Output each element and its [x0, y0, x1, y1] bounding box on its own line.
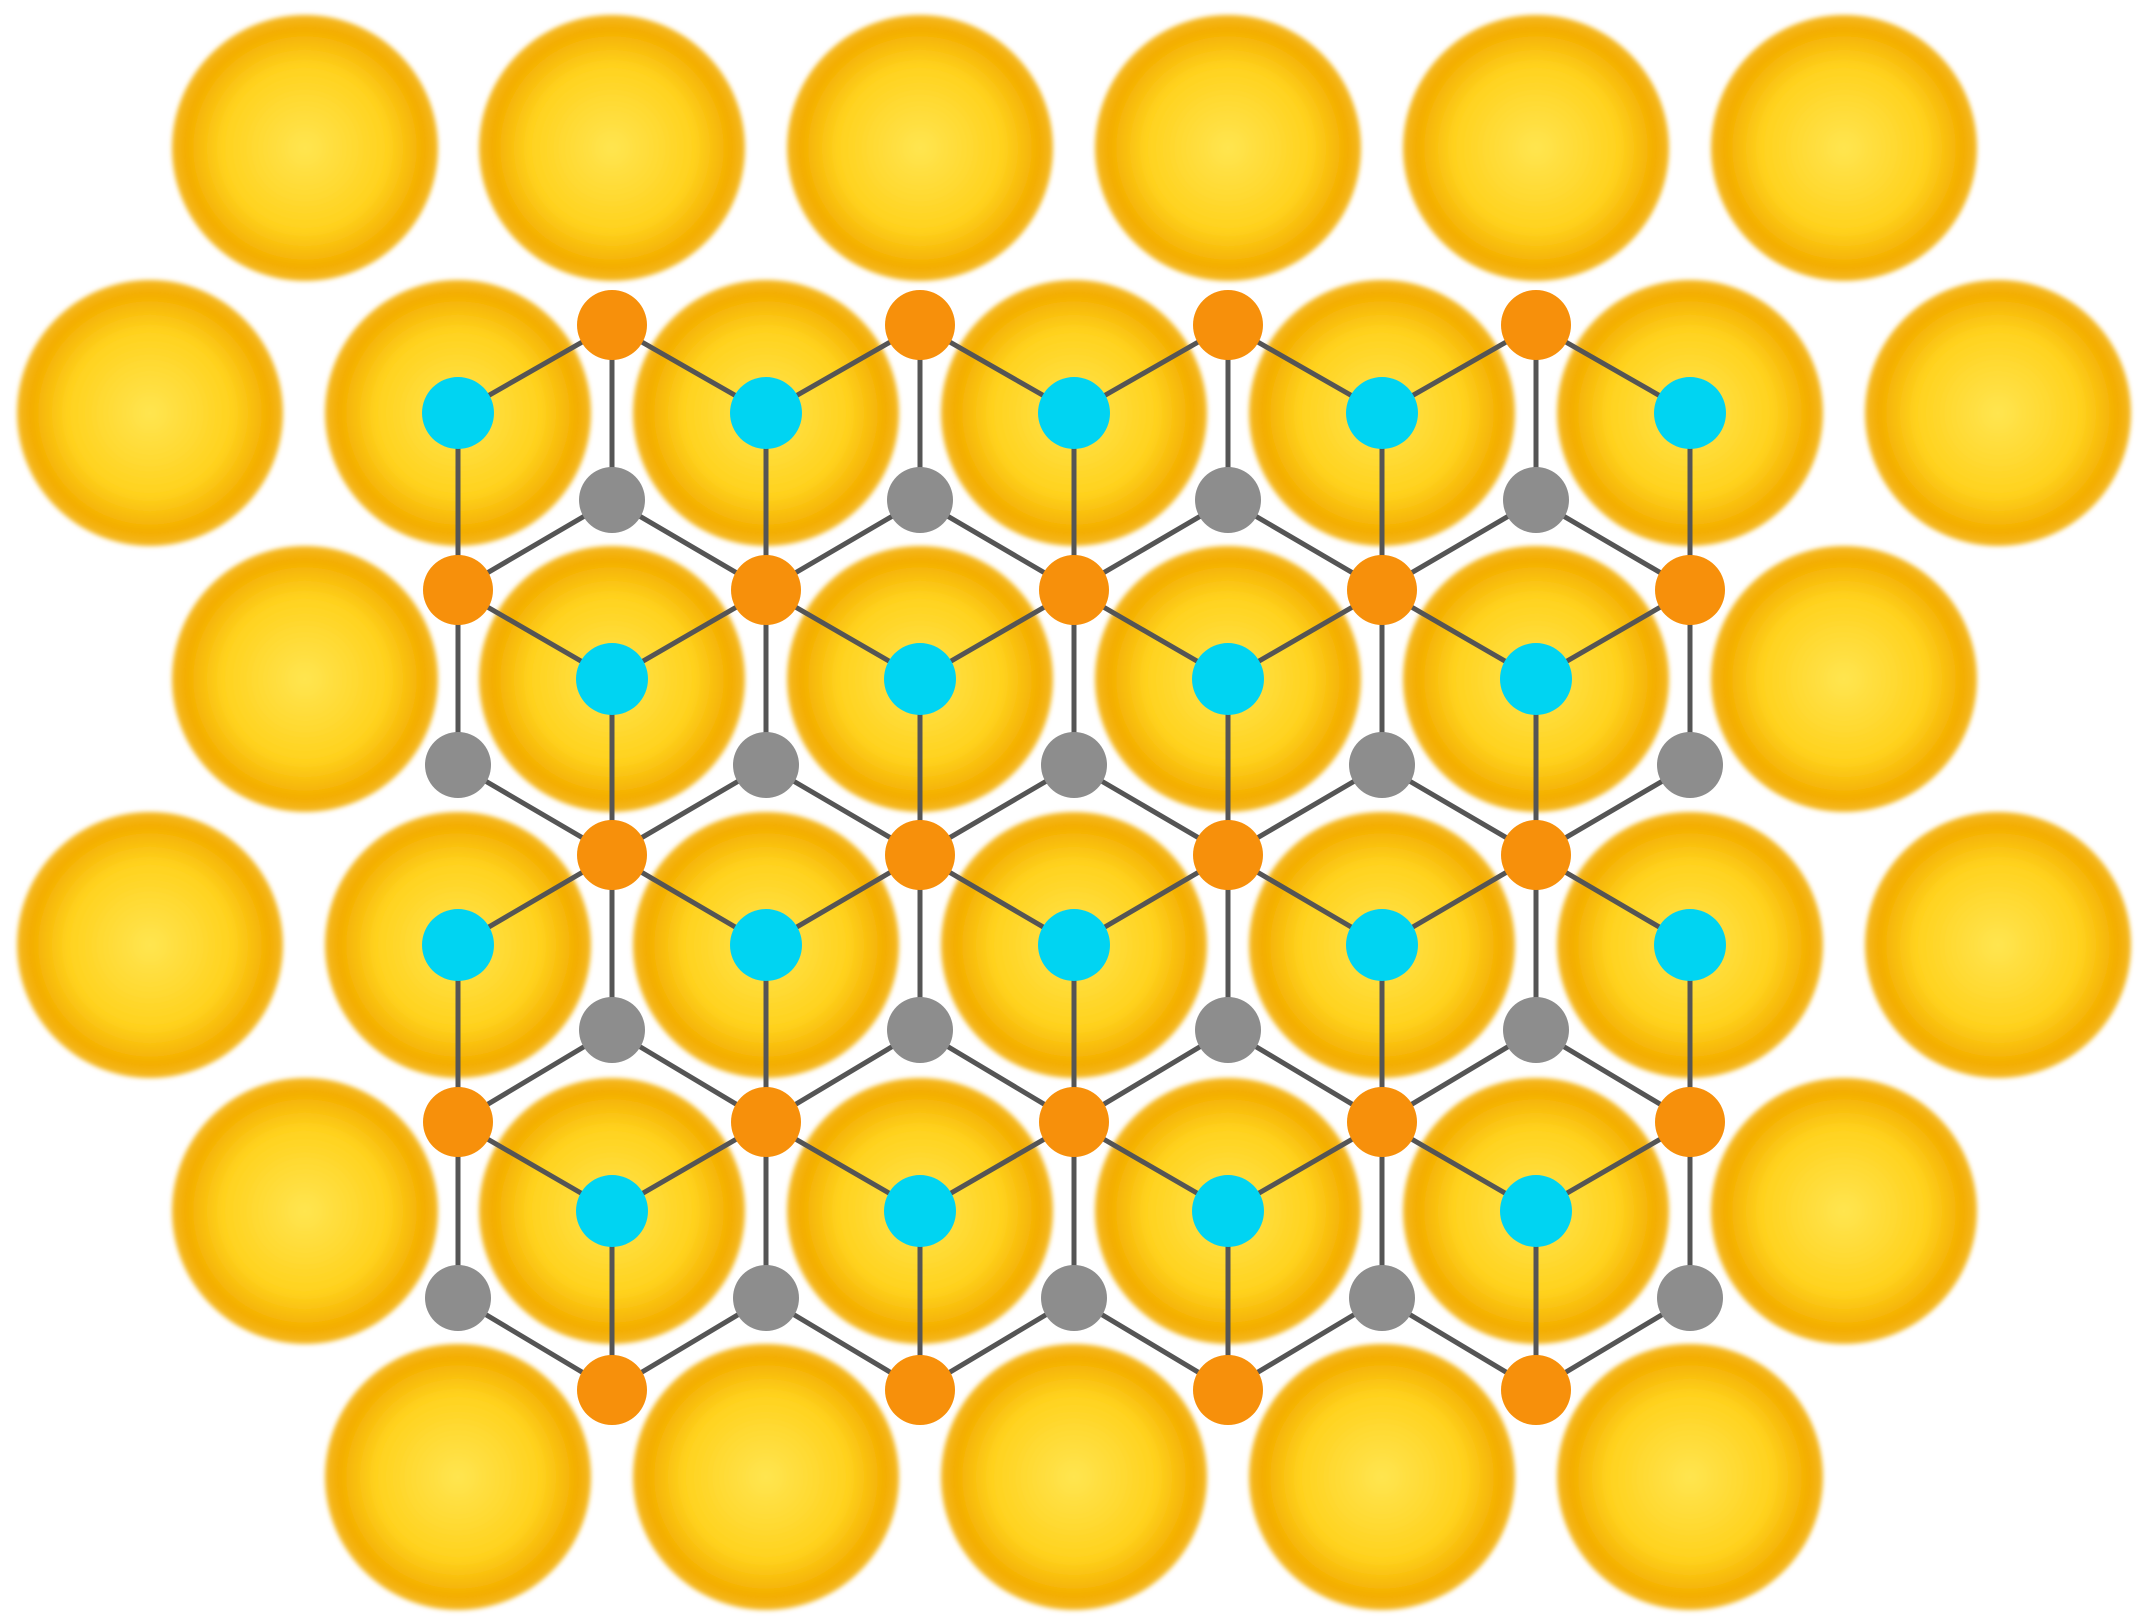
alternate-atom: [733, 1265, 799, 1331]
vertex-atom: [1347, 1087, 1417, 1157]
vertex-atom: [1655, 1087, 1725, 1157]
vertex-atom: [885, 820, 955, 890]
vertex-atom: [731, 1087, 801, 1157]
alternate-atom: [1349, 1265, 1415, 1331]
alternate-atom: [1041, 1265, 1107, 1331]
alternate-atom: [1503, 467, 1569, 533]
vertex-atom: [1193, 1355, 1263, 1425]
center-atom: [730, 909, 802, 981]
substrate-atom: [1095, 15, 1361, 281]
center-atom: [1500, 1175, 1572, 1247]
substrate-atom: [1865, 812, 2131, 1078]
alternate-atom: [1349, 732, 1415, 798]
center-atom: [730, 377, 802, 449]
vertex-atom: [885, 1355, 955, 1425]
substrate-atom: [1711, 546, 1977, 812]
center-atom: [1654, 377, 1726, 449]
alternate-atom: [1657, 732, 1723, 798]
vertex-atom: [1039, 1087, 1109, 1157]
vertex-atom: [1501, 1355, 1571, 1425]
vertex-atom: [423, 1087, 493, 1157]
alternate-atom: [1195, 997, 1261, 1063]
center-atom: [1038, 909, 1110, 981]
alternate-atom: [579, 997, 645, 1063]
center-atom: [1192, 643, 1264, 715]
center-atom: [422, 909, 494, 981]
vertex-atom: [577, 820, 647, 890]
vertex-atom: [1347, 555, 1417, 625]
center-atom: [422, 377, 494, 449]
substrate-atom: [941, 1344, 1207, 1610]
alternate-atom: [1195, 467, 1261, 533]
center-atom: [1346, 377, 1418, 449]
vertex-atom: [423, 555, 493, 625]
substrate-atom: [1711, 1078, 1977, 1344]
vertex-atom: [577, 290, 647, 360]
center-atom: [1654, 909, 1726, 981]
substrate-atom: [1711, 15, 1977, 281]
substrate-atom: [172, 546, 438, 812]
center-atom: [576, 1175, 648, 1247]
alternate-atom: [1503, 997, 1569, 1063]
adsorbate-atoms-layer: [422, 290, 1726, 1425]
center-atom: [576, 643, 648, 715]
vertex-atom: [1655, 555, 1725, 625]
center-atom: [884, 643, 956, 715]
substrate-atom: [633, 1344, 899, 1610]
alternate-atom: [887, 997, 953, 1063]
substrate-layer: [17, 15, 2131, 1610]
vertex-atom: [1193, 290, 1263, 360]
vertex-atom: [885, 290, 955, 360]
alternate-atom: [579, 467, 645, 533]
center-atom: [1038, 377, 1110, 449]
center-atom: [1346, 909, 1418, 981]
center-atom: [1192, 1175, 1264, 1247]
alternate-atom: [425, 1265, 491, 1331]
substrate-atom: [1865, 280, 2131, 546]
substrate-atom: [479, 15, 745, 281]
substrate-atom: [1403, 15, 1669, 281]
substrate-atom: [1557, 1344, 1823, 1610]
alternate-atom: [1657, 1265, 1723, 1331]
substrate-atom: [172, 1078, 438, 1344]
alternate-atom: [733, 732, 799, 798]
vertex-atom: [577, 1355, 647, 1425]
center-atom: [1500, 643, 1572, 715]
substrate-atom: [172, 15, 438, 281]
alternate-atom: [1041, 732, 1107, 798]
vertex-atom: [1193, 820, 1263, 890]
substrate-atom: [17, 812, 283, 1078]
substrate-atom: [325, 1344, 591, 1610]
vertex-atom: [1501, 290, 1571, 360]
vertex-atom: [1039, 555, 1109, 625]
alternate-atom: [425, 732, 491, 798]
substrate-atom: [17, 280, 283, 546]
alternate-atom: [887, 467, 953, 533]
vertex-atom: [731, 555, 801, 625]
vertex-atom: [1501, 820, 1571, 890]
center-atom: [884, 1175, 956, 1247]
substrate-atom: [787, 15, 1053, 281]
substrate-atom: [1249, 1344, 1515, 1610]
